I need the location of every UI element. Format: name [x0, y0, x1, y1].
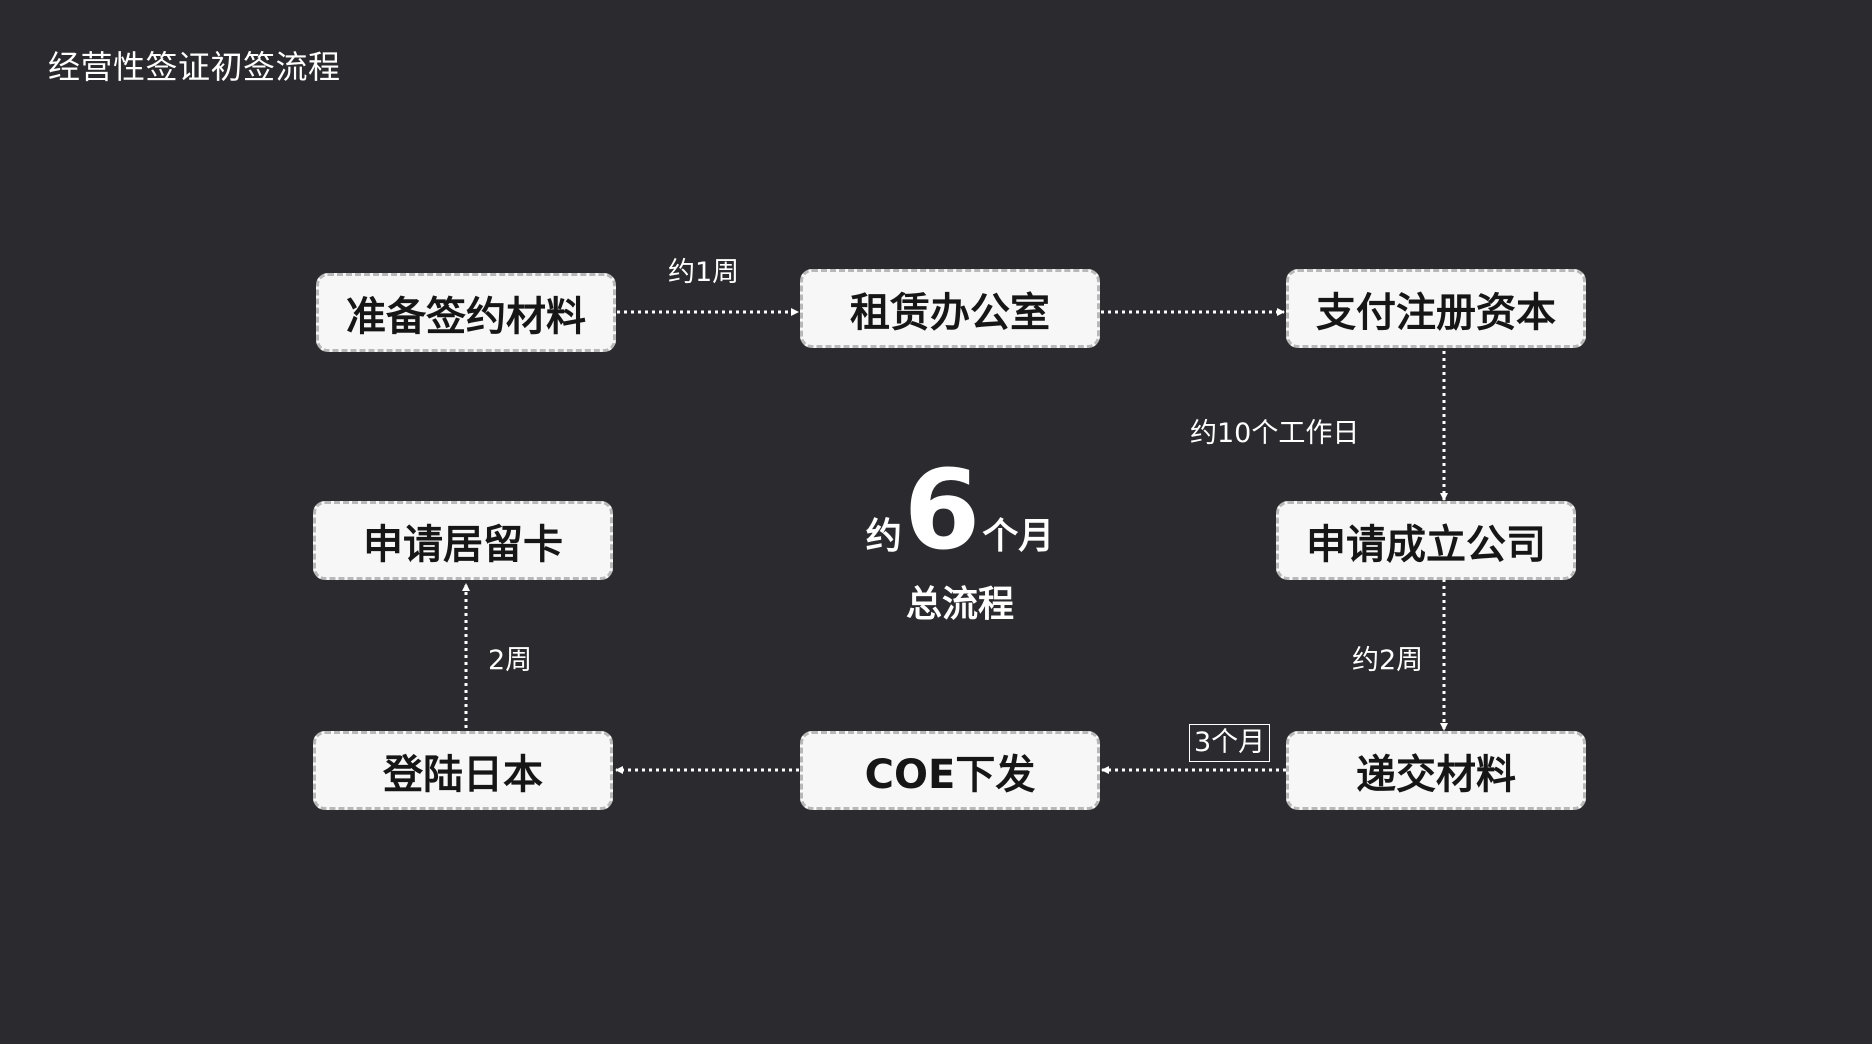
page-title: 经营性签证初签流程 [48, 48, 341, 86]
step-land-japan: 登陆日本 [313, 731, 613, 810]
step-prepare-materials: 准备签约材料 [316, 273, 616, 352]
step-submit-materials: 递交材料 [1286, 731, 1586, 810]
duration-submit-to-coe: 3个月 [1189, 724, 1271, 762]
step-residence-card: 申请居留卡 [313, 501, 613, 580]
duration-capital-to-company: 约10个工作日 [1190, 418, 1360, 449]
step-coe-issued: COE下发 [800, 731, 1100, 810]
summary-suffix: 个月 [982, 516, 1055, 557]
step-rent-office: 租赁办公室 [800, 269, 1100, 348]
total-duration-summary: 约 6 个月 总流程 [860, 455, 1060, 627]
step-pay-capital: 支付注册资本 [1286, 269, 1586, 348]
summary-number: 6 [903, 446, 981, 574]
duration-company-to-submit: 约2周 [1352, 645, 1424, 676]
duration-prepare-to-office: 约1周 [668, 257, 740, 288]
duration-land-to-card: 2周 [488, 645, 533, 676]
summary-prefix: 约 [865, 516, 902, 557]
step-apply-company: 申请成立公司 [1276, 501, 1576, 580]
summary-caption: 总流程 [905, 584, 1014, 625]
